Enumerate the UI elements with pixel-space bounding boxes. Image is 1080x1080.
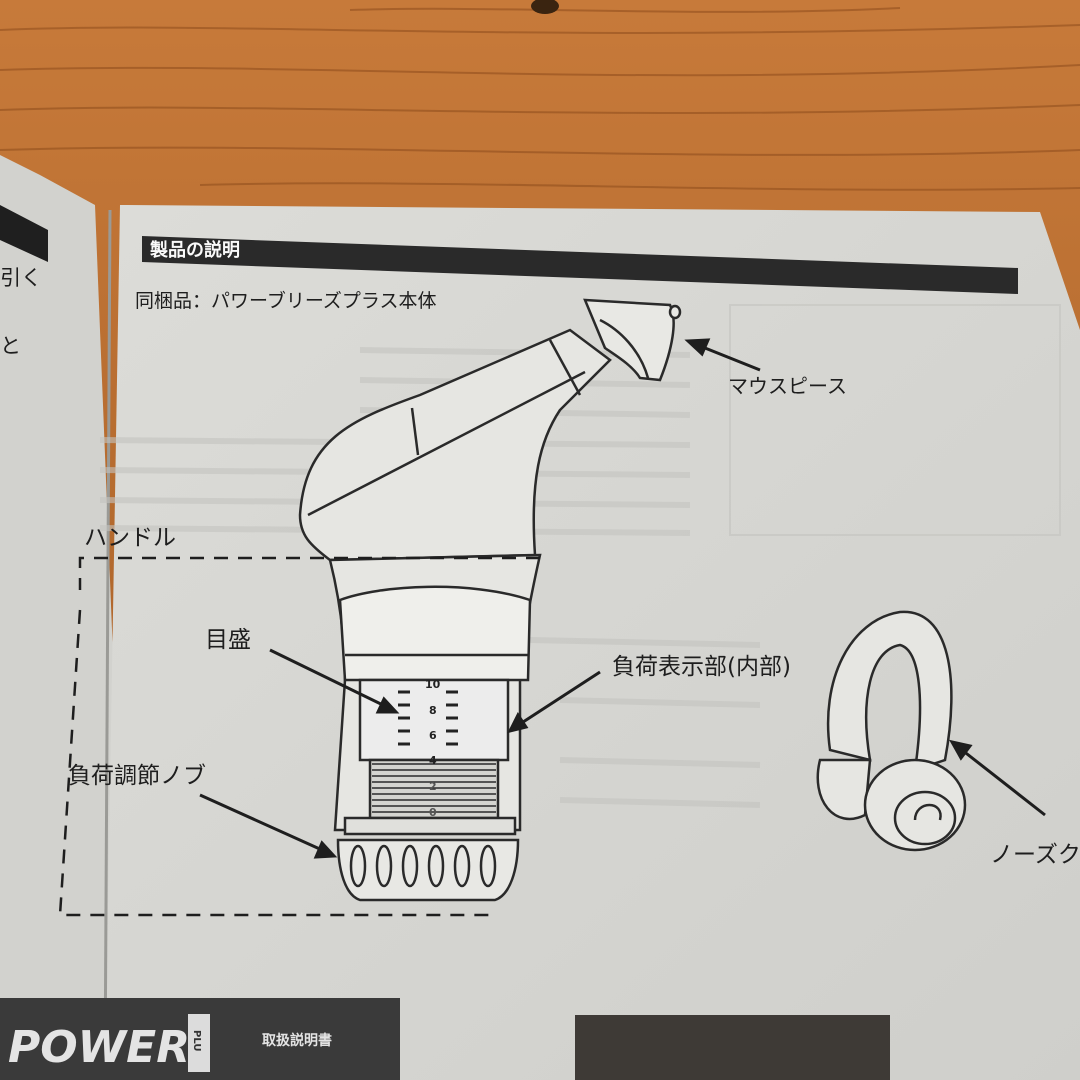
label-handle: ハンドル [84,525,176,551]
callout-arrows [199,338,1046,859]
load-knob-illustration [336,816,520,902]
left-page-header-band [0,205,48,262]
trainer-body-illustration [298,328,612,832]
scale-number: 0 [429,806,437,819]
left-page-fragment-1: 引く [0,266,42,290]
section-title: 製品の説明 [150,240,240,261]
scale-number: 10 [425,678,441,691]
section-header-band [142,236,1018,294]
label-load-knob: 負荷調節ノブ [68,763,206,789]
scale-number: 8 [429,704,437,717]
logo-side-tab [188,1014,210,1072]
handle-dashed-outline [58,556,540,917]
scale-number: 6 [429,729,437,742]
label-scale: 目盛 [205,627,251,653]
dark-photo-box [575,1015,890,1080]
contents-line: 同梱品：パワーブリーズプラス本体 [135,290,437,312]
manual-title: 取扱説明書 [262,1033,332,1049]
load-spring [372,763,496,813]
manual-logo: POWER [8,1022,191,1073]
manual-logo-side: PLU [191,1030,202,1052]
wood-grain [0,7,1080,191]
scale-number: 4 [429,754,437,767]
left-page-fragment-2: と [0,334,21,358]
nose-clip-illustration [816,610,967,852]
label-load-indicator: 負荷表示部(内部) [612,654,791,680]
book-gutter [103,209,112,1080]
wood-knot [531,0,559,14]
left-page [0,155,130,1080]
scale-tick-marks [398,690,458,746]
label-mouthpiece: マウスピース [728,374,847,398]
scale-number: 2 [429,780,437,793]
label-nose-clip: ノーズク [990,842,1080,868]
mouthpiece-illustration [583,298,682,382]
